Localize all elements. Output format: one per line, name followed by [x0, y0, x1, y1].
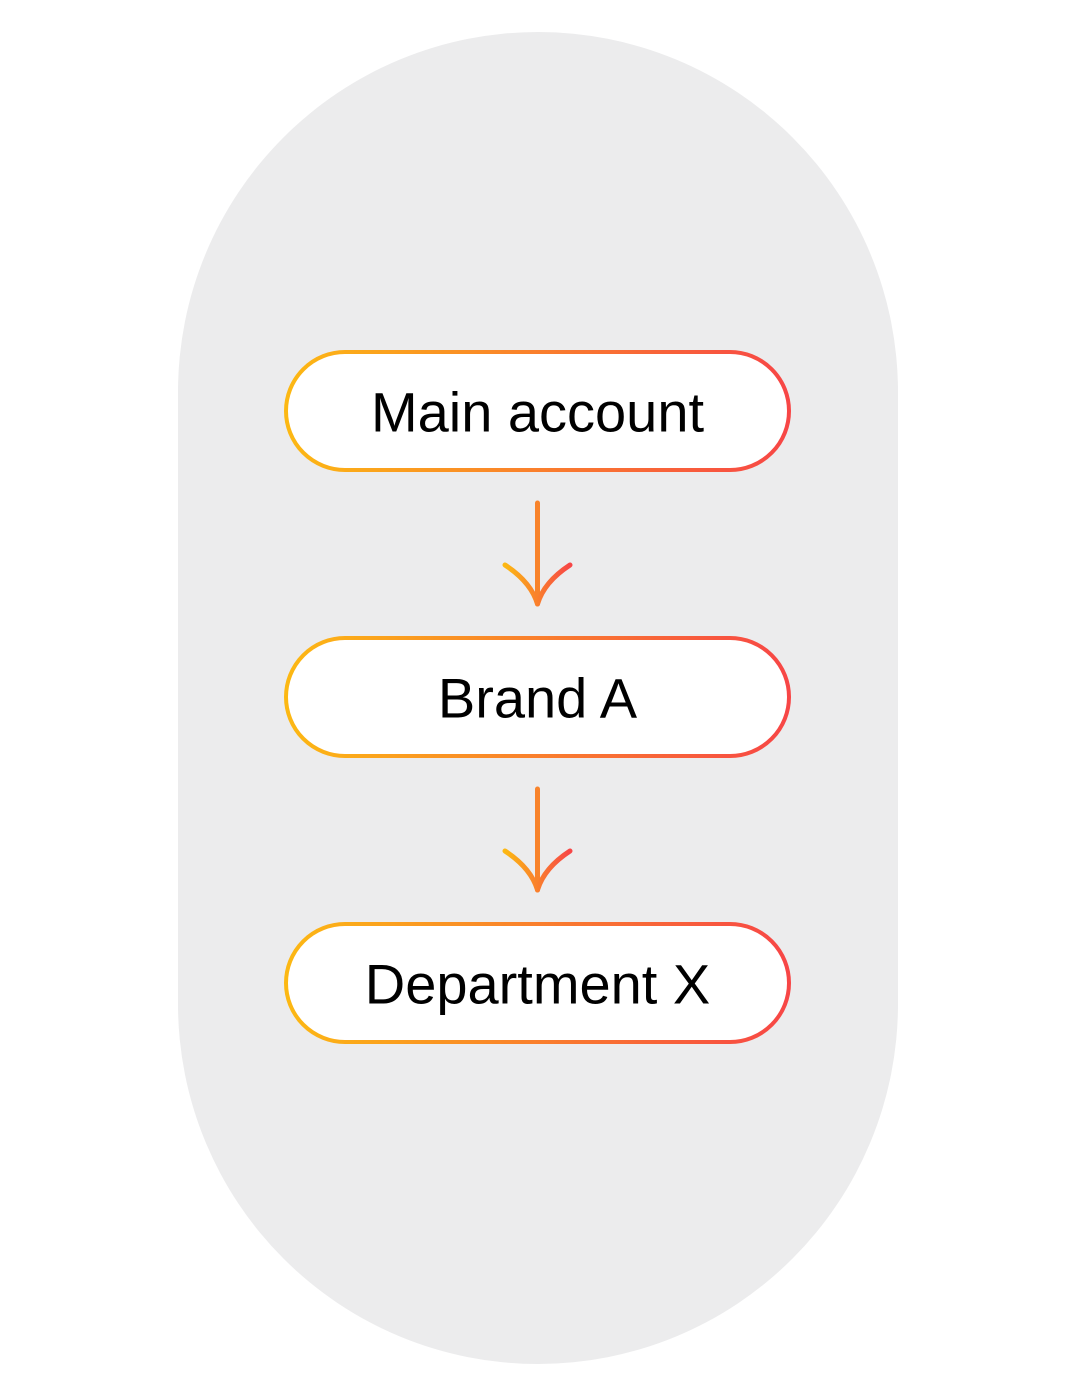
- node-main-account: Main account: [284, 350, 791, 472]
- arrow-main-to-brand: [502, 500, 573, 607]
- node-brand-a: Brand A: [284, 636, 791, 758]
- arrow-head: [502, 848, 573, 893]
- node-department-x: Department X: [284, 922, 791, 1044]
- arrow-brand-to-department: [502, 786, 573, 893]
- node-box: [284, 636, 791, 758]
- node-label: Brand A: [438, 667, 638, 730]
- node-box: [284, 922, 791, 1044]
- node-box: [284, 350, 791, 472]
- arrow-head: [502, 562, 573, 607]
- node-label: Main account: [371, 381, 705, 444]
- node-label: Department X: [365, 953, 711, 1016]
